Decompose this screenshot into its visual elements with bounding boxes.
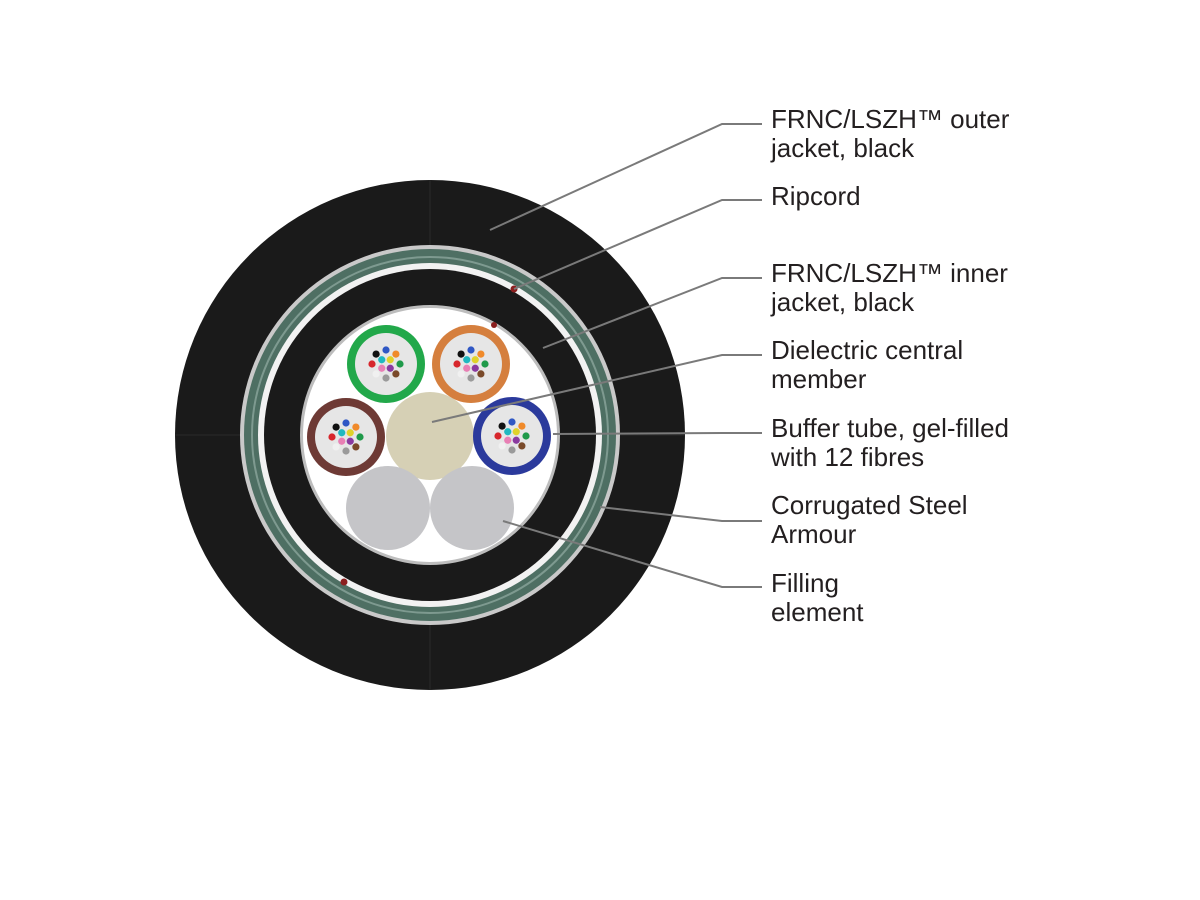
dielectric-central-member — [386, 392, 474, 480]
leader-line-steel-armour — [599, 506, 762, 522]
fibre — [342, 419, 350, 427]
buffer-tube-brown — [307, 398, 385, 476]
fibre — [467, 374, 475, 382]
fibre — [392, 370, 400, 378]
fibre — [352, 443, 360, 451]
label-central-member: Dielectric central member — [771, 335, 970, 394]
fibre — [508, 418, 516, 426]
fibre — [338, 437, 346, 445]
fibre — [471, 356, 479, 364]
label-outer-jacket: FRNC/LSZH™ outer jacket, black — [770, 104, 1017, 163]
fibre — [508, 446, 516, 454]
label-steel-armour: Corrugated Steel Armour — [771, 490, 975, 549]
buffer-tube-blue — [473, 397, 551, 475]
fibre — [368, 360, 376, 368]
label-ripcord: Ripcord — [771, 181, 861, 211]
fibre-bundle — [494, 418, 530, 454]
fibre — [392, 350, 400, 358]
fibre — [481, 360, 489, 368]
fibre — [372, 370, 380, 378]
fibre — [457, 370, 465, 378]
fibre — [378, 364, 386, 372]
fibre — [471, 364, 479, 372]
fibre — [512, 436, 520, 444]
fibre — [386, 364, 394, 372]
leader-line-outer-jacket — [489, 123, 762, 231]
tube-gel — [440, 333, 502, 395]
fibre — [477, 350, 485, 358]
fibre — [518, 422, 526, 430]
leader-line-inner-jacket — [542, 277, 762, 349]
label-buffer-tube: Buffer tube, gel-filled with 12 fibres — [770, 413, 1016, 472]
fibre — [356, 433, 364, 441]
tube-gel — [481, 405, 543, 467]
tube-gel — [315, 406, 377, 468]
fibre — [457, 350, 465, 358]
fibre-bundle — [368, 346, 404, 382]
fibre — [352, 423, 360, 431]
fibre — [463, 356, 471, 364]
fibre — [522, 432, 530, 440]
fibre — [518, 442, 526, 450]
leader-line-filling-element — [502, 520, 762, 588]
fibre — [504, 436, 512, 444]
leader-line-ripcord — [513, 199, 762, 290]
fibre — [467, 346, 475, 354]
fibre — [382, 374, 390, 382]
armour-sheen — [251, 256, 609, 614]
fibre — [332, 423, 340, 431]
filling-element — [430, 466, 514, 550]
filling-element — [346, 466, 430, 550]
fibre — [498, 422, 506, 430]
fibre — [504, 428, 512, 436]
fibre — [494, 432, 502, 440]
ripcord — [340, 578, 348, 586]
tube-gel — [355, 333, 417, 395]
fibre — [372, 350, 380, 358]
fibre — [512, 428, 520, 436]
fibre — [328, 433, 336, 441]
fibre — [463, 364, 471, 372]
buffer-tube-green — [347, 325, 425, 403]
fibre-bundle — [453, 346, 489, 382]
fibre — [396, 360, 404, 368]
buffer-tube-orange — [432, 325, 510, 403]
fibre — [332, 443, 340, 451]
fibre — [477, 370, 485, 378]
label-filling-element: Filling element — [771, 568, 864, 627]
leader-line-central-member — [431, 354, 762, 423]
fibre — [346, 429, 354, 437]
fibre-bundle — [328, 419, 364, 455]
fibre — [342, 447, 350, 455]
fibre — [386, 356, 394, 364]
fibre — [453, 360, 461, 368]
fibre — [498, 442, 506, 450]
fibre — [338, 429, 346, 437]
leader-line-buffer-tube — [552, 432, 762, 435]
fibre — [378, 356, 386, 364]
fibre — [382, 346, 390, 354]
ripcord — [491, 322, 497, 328]
fibre — [346, 437, 354, 445]
label-inner-jacket: FRNC/LSZH™ inner jacket, black — [770, 258, 1015, 317]
